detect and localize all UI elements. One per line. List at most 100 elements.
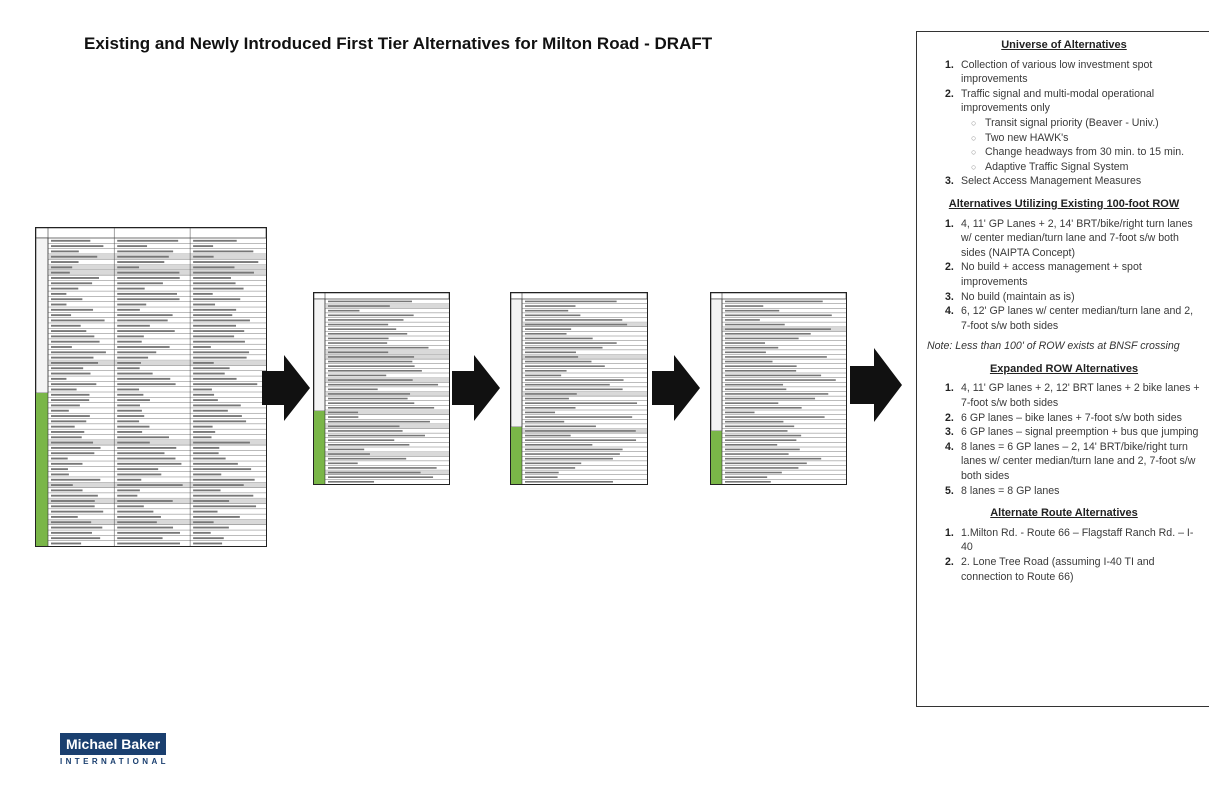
table-text-line (117, 330, 175, 332)
table-text-line (117, 542, 181, 545)
table-text-line (117, 431, 143, 433)
table-text-line (117, 287, 145, 290)
table-text-line (193, 324, 236, 327)
table-text-line (117, 399, 150, 402)
table-text-line (117, 372, 153, 375)
table-text-line (725, 305, 764, 307)
table-text-line (51, 526, 103, 529)
page-title: Existing and Newly Introduced First Tier… (84, 34, 713, 53)
table-text-line (51, 314, 72, 317)
table-text-line (725, 476, 768, 478)
table-text-line (117, 436, 170, 439)
sub-list-item: ○Two new HAWK's (961, 131, 1203, 146)
table-thumbnail-graphic (711, 293, 846, 484)
sub-item-text: Adaptive Traffic Signal System (985, 160, 1129, 173)
table-text-line (51, 494, 98, 497)
item-number: 4. (945, 305, 954, 318)
table-text-line (525, 337, 593, 340)
table-text-line (117, 468, 159, 471)
table-text-line (328, 453, 370, 455)
table-text-line (51, 367, 84, 370)
table-text-line (193, 484, 244, 486)
item-number: 1. (945, 382, 954, 395)
table-text-line (525, 434, 571, 437)
table-text-line (725, 342, 766, 344)
item-text: 8 lanes = 6 GP lanes – 2, 14' BRT/bike/r… (961, 440, 1196, 483)
table-text-line (51, 436, 82, 439)
table-text-line (525, 388, 623, 391)
item-number: 4. (945, 440, 954, 453)
table-text-line (193, 340, 245, 343)
table-text-line (525, 360, 592, 363)
table-text-line (117, 441, 150, 444)
table-text-line (193, 494, 254, 497)
table-text-line (725, 434, 802, 437)
table-text-line (51, 388, 77, 391)
table-text-line (725, 443, 778, 446)
table-text-line (193, 330, 245, 332)
table-header-row (36, 228, 266, 239)
circle-bullet-icon: ○ (971, 161, 977, 172)
row-note: Note: Less than 100' of ROW exists at BN… (927, 340, 1180, 353)
table-text-line (328, 471, 421, 474)
table-text-line (725, 448, 800, 451)
table-text-line (117, 515, 161, 518)
table-text-line (725, 300, 823, 303)
table-text-line (328, 467, 437, 469)
table-text-line (193, 383, 258, 386)
table-text-line (328, 462, 358, 465)
list-item: 5.8 lanes = 8 GP lanes (917, 484, 1209, 499)
table-text-line (193, 287, 244, 290)
table-text-line (328, 323, 389, 326)
table-text-line (51, 420, 87, 423)
green-category-column (511, 427, 522, 484)
table-text-line (193, 367, 230, 370)
table-text-line (51, 500, 95, 502)
table-text-line (193, 521, 214, 524)
list-item: 3.6 GP lanes – signal preemption + bus q… (917, 425, 1209, 440)
table-text-line (525, 448, 623, 451)
table-text-line (51, 484, 73, 486)
table-text-line (193, 415, 242, 417)
table-text-line (328, 356, 415, 358)
table-text-line (51, 531, 92, 534)
table-text-line (51, 239, 91, 242)
table-text-line (725, 453, 789, 455)
table-text-line (193, 457, 226, 460)
logo-wordmark: Michael Baker (60, 733, 167, 755)
table-text-line (525, 457, 613, 460)
table-text-line (51, 441, 94, 444)
table-text-line (725, 411, 755, 414)
table-text-line (51, 515, 78, 518)
table-text-line (117, 351, 157, 354)
list-item: 1.Collection of various low investment s… (917, 58, 1209, 87)
table-text-line (328, 393, 411, 395)
item-text: 2. Lone Tree Road (assuming I-40 TI and … (961, 556, 1155, 583)
table-text-line (525, 369, 567, 372)
table-text-line (117, 425, 150, 428)
table-header-row (711, 293, 846, 300)
table-text-line (725, 406, 802, 409)
table-text-line (725, 480, 771, 483)
table-text-line (525, 443, 593, 446)
table-text-line (328, 346, 429, 349)
list-item: 1.4, 11' GP lanes + 2, 12' BRT lanes + 2… (917, 381, 1209, 410)
table-text-line (117, 277, 180, 279)
table-text-line (117, 255, 169, 258)
table-text-line (117, 346, 170, 348)
table-text-line (51, 261, 79, 263)
table-text-line (51, 319, 105, 322)
table-text-line (117, 457, 176, 460)
item-text: 6, 12' GP lanes w/ center median/turn la… (961, 305, 1194, 332)
table-text-line (193, 319, 250, 322)
table-text-line (725, 402, 779, 404)
list-item: 4. 6, 12' GP lanes w/ center median/turn … (917, 304, 1209, 333)
table-header-row (511, 293, 647, 300)
item-text: Collection of various low investment spo… (961, 58, 1153, 86)
table-text-line (51, 473, 69, 476)
table-text-line (525, 332, 567, 335)
table-text-line (51, 245, 104, 248)
table-row-shade (325, 410, 449, 415)
alternatives-table-thumbnail-3 (510, 292, 648, 485)
